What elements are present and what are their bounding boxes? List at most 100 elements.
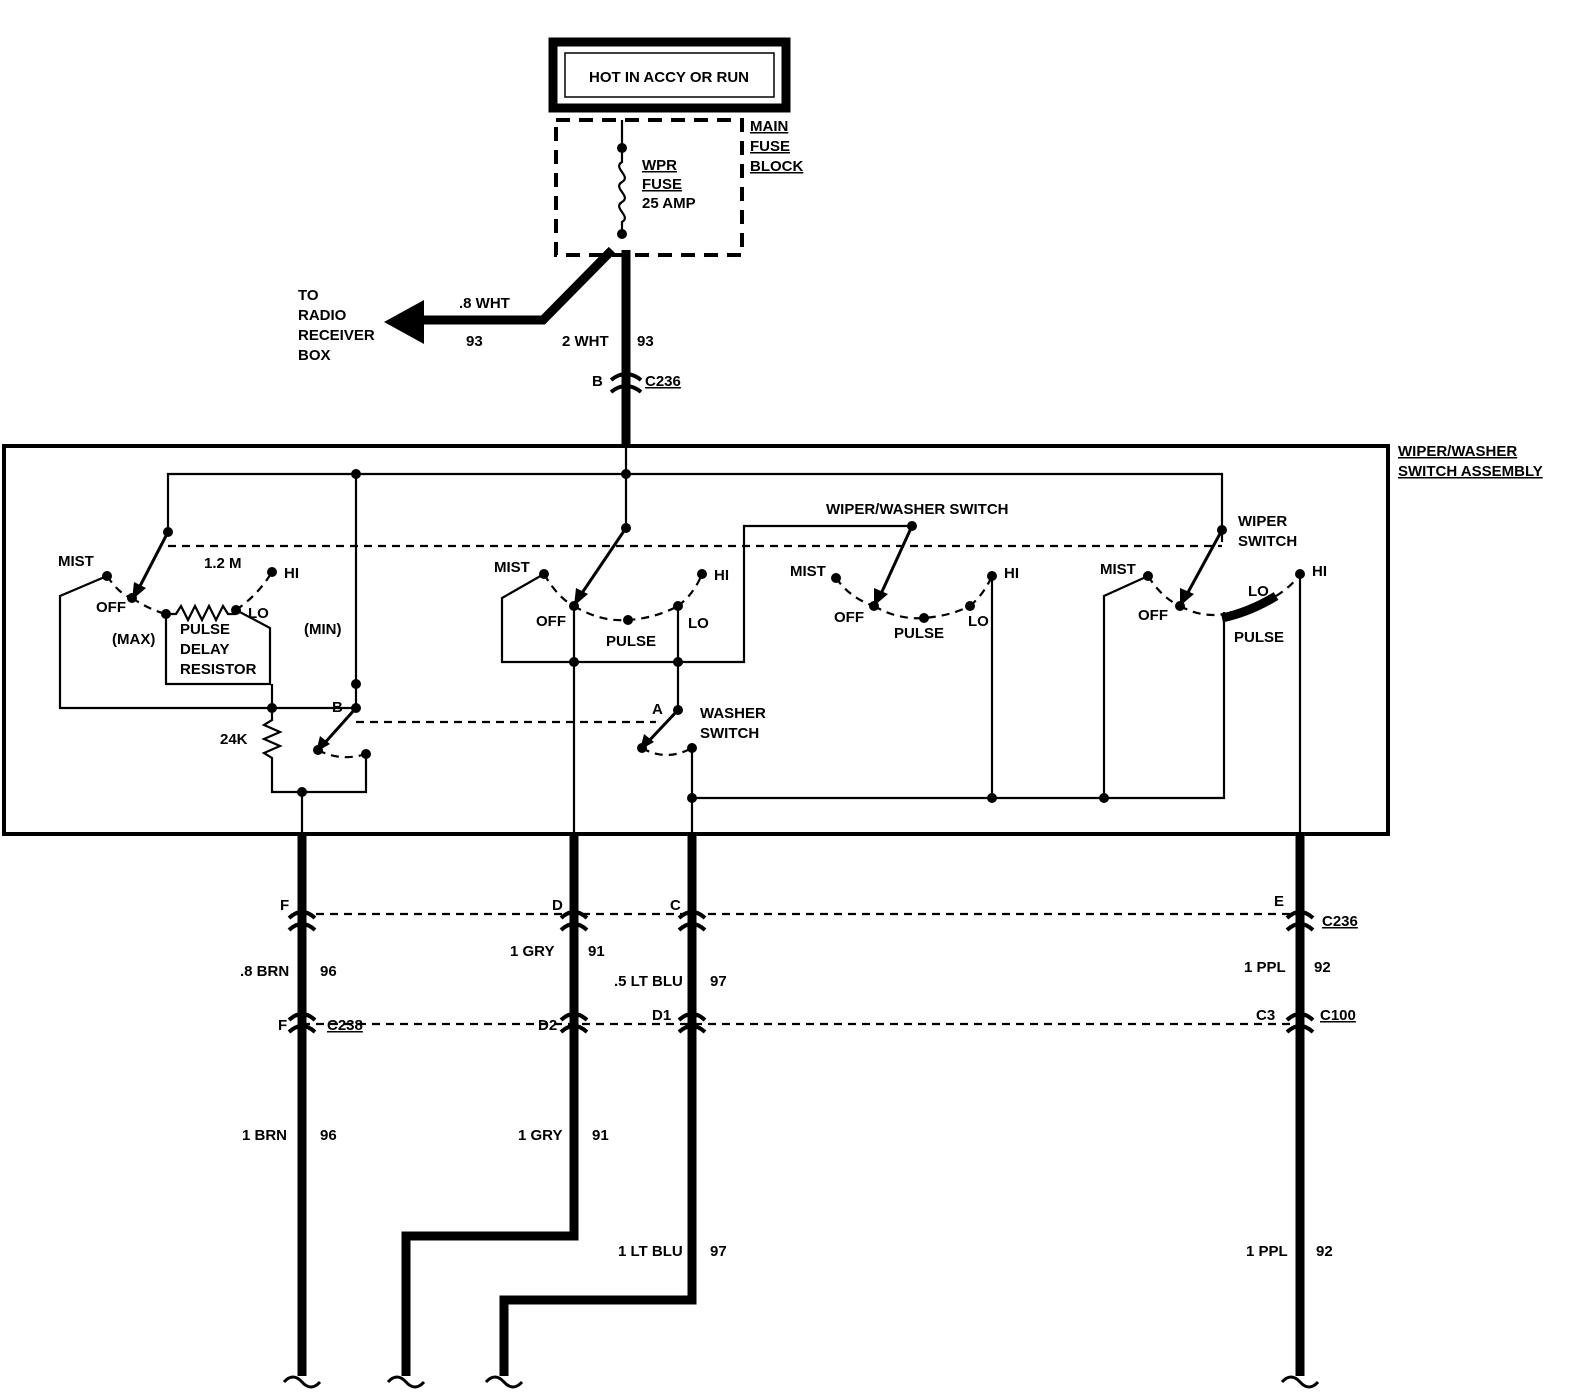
wire-break-icon <box>282 1375 322 1389</box>
wire-brn-lower: 1 BRN <box>242 1127 287 1144</box>
s2-mist: MIST <box>494 559 530 576</box>
connector-c236-top <box>609 372 643 394</box>
s4-lo: LO <box>1248 583 1269 600</box>
s3-pulse: PULSE <box>894 625 944 642</box>
washer-label-2: SWITCH <box>700 725 759 742</box>
resistor-24k <box>261 708 283 762</box>
wire-blu-lower-circuit: 97 <box>710 1243 727 1260</box>
s3-mist: MIST <box>790 563 826 580</box>
switch-section-3: MIST HI OFF LO PULSE <box>790 525 1019 803</box>
lower-pin-f: F <box>278 1017 287 1034</box>
fuse-name-2: FUSE <box>642 176 682 193</box>
wire-ppl-lower: 1 PPL <box>1246 1243 1288 1260</box>
wire-ppl: E C236 1 PPL 92 C3 C100 1 PPL 92 <box>1244 834 1358 1389</box>
s1-max: (MAX) <box>112 631 155 648</box>
fuse-name-1: WPR <box>642 157 677 174</box>
s2-pulse: PULSE <box>606 633 656 650</box>
wire-brn-upper: .8 BRN <box>240 963 289 980</box>
contact-b-label: B <box>332 699 343 716</box>
wiper-switch-label-2: SWITCH <box>1238 533 1297 550</box>
wire-break-icon <box>1280 1375 1320 1389</box>
wire-break-icon <box>484 1375 524 1389</box>
main-feed-pin: B <box>592 373 603 390</box>
wire-break-icon <box>386 1375 426 1389</box>
fuse-icon <box>618 148 626 234</box>
s1-resistor-value: 1.2 M <box>204 555 242 572</box>
switch-section-1: MIST 1.2 M HI OFF LO (MAX) (MIN) PULSE D… <box>58 527 371 834</box>
arrow-left-icon <box>384 300 424 344</box>
switch-title: WIPER/WASHER SWITCH <box>826 501 1009 518</box>
wire-gry-upper: 1 GRY <box>510 943 554 960</box>
radio-wire-label: .8 WHT <box>459 295 510 312</box>
main-feed-wire-label: 2 WHT <box>562 333 609 350</box>
s1-off: OFF <box>96 599 126 616</box>
wire-ppl-upper: 1 PPL <box>1244 959 1286 976</box>
wire-blu-upper: .5 LT BLU <box>614 973 683 990</box>
connector-c238: C238 <box>327 1017 363 1034</box>
radio-label-3: RECEIVER <box>298 327 375 344</box>
s1-mist: MIST <box>58 553 94 570</box>
connector-c100: C100 <box>1320 1007 1356 1024</box>
assembly-label-2: SWITCH ASSEMBLY <box>1398 463 1543 480</box>
main-fuse-block: WPR FUSE 25 AMP MAIN FUSE BLOCK <box>554 118 803 257</box>
main-feed-connector: C236 <box>645 373 681 390</box>
radio-circuit: 93 <box>466 333 483 350</box>
s1-hi: HI <box>284 565 299 582</box>
main-feed-circuit: 93 <box>637 333 654 350</box>
lower-pin-d2: D2 <box>538 1017 557 1034</box>
s4-pulse: PULSE <box>1234 629 1284 646</box>
s2-lo: LO <box>688 615 709 632</box>
connector-c236-bottom: C236 <box>1322 913 1358 930</box>
harness: F .8 BRN 96 F C238 1 BRN 96 D 1 GRY 91 D… <box>240 834 1358 1389</box>
fuse-block-label-3: BLOCK <box>750 158 803 175</box>
wire-lt-blu: C .5 LT BLU 97 D1 1 LT BLU 97 <box>484 834 727 1389</box>
radio-label-4: BOX <box>298 347 331 364</box>
wire-gry-lower: 1 GRY <box>518 1127 562 1144</box>
c236-pin-d: D <box>552 897 563 914</box>
wire-gry-lower-circuit: 91 <box>592 1127 609 1144</box>
c236-pin-e: E <box>1274 893 1284 910</box>
c236-pin-f: F <box>280 897 289 914</box>
s1-pdr-2: DELAY <box>180 641 229 658</box>
s1-lo: LO <box>248 605 269 622</box>
s1-pdr-3: RESISTOR <box>180 661 257 678</box>
contact-a-label: A <box>652 701 663 718</box>
switch-section-4: WIPER SWITCH MIST HI OFF LO PULSE <box>1099 513 1327 834</box>
wire-brn-upper-circuit: 96 <box>320 963 337 980</box>
fuse-block-label-2: FUSE <box>750 138 790 155</box>
s4-off: OFF <box>1138 607 1168 624</box>
s1-min: (MIN) <box>304 621 342 638</box>
wire-brn-lower-circuit: 96 <box>320 1127 337 1144</box>
assembly-label-1: WIPER/WASHER <box>1398 443 1517 460</box>
lower-pin-c3: C3 <box>1256 1007 1275 1024</box>
s3-hi: HI <box>1004 565 1019 582</box>
switch-section-2: MIST HI OFF LO PULSE A WASHER SWITCH <box>494 521 1226 834</box>
switch-assembly: WIPER/WASHER SWITCH ASSEMBLY WIPER/WASHE… <box>2 443 1543 836</box>
washer-label-1: WASHER <box>700 705 766 722</box>
c236-pin-c: C <box>670 897 681 914</box>
s1-24k: 24K <box>220 731 248 748</box>
s1-pdr-1: PULSE <box>180 621 230 638</box>
s2-off: OFF <box>536 613 566 630</box>
fuse-block-label-1: MAIN <box>750 118 788 135</box>
power-source-label: HOT IN ACCY OR RUN <box>589 69 749 86</box>
lower-pin-d1: D1 <box>652 1007 671 1024</box>
s4-mist: MIST <box>1100 561 1136 578</box>
wire-ppl-lower-circuit: 92 <box>1316 1243 1333 1260</box>
wire-gry-upper-circuit: 91 <box>588 943 605 960</box>
wire-blu-upper-circuit: 97 <box>710 973 727 990</box>
wire-ppl-upper-circuit: 92 <box>1314 959 1331 976</box>
wiper-switch-label-1: WIPER <box>1238 513 1287 530</box>
s2-hi: HI <box>714 567 729 584</box>
resistor-1-2m <box>166 603 236 623</box>
main-feed: 2 WHT 93 B C236 <box>562 250 681 446</box>
wire-blu-lower: 1 LT BLU <box>618 1243 683 1260</box>
s3-lo: LO <box>968 613 989 630</box>
power-source-box: HOT IN ACCY OR RUN <box>548 37 791 113</box>
radio-feed: TO RADIO RECEIVER BOX .8 WHT 93 <box>298 246 616 364</box>
wire-gry: D 1 GRY 91 D2 1 GRY 91 <box>386 834 609 1389</box>
s3-off: OFF <box>834 609 864 626</box>
s4-hi: HI <box>1312 563 1327 580</box>
radio-label-1: TO <box>298 287 319 304</box>
